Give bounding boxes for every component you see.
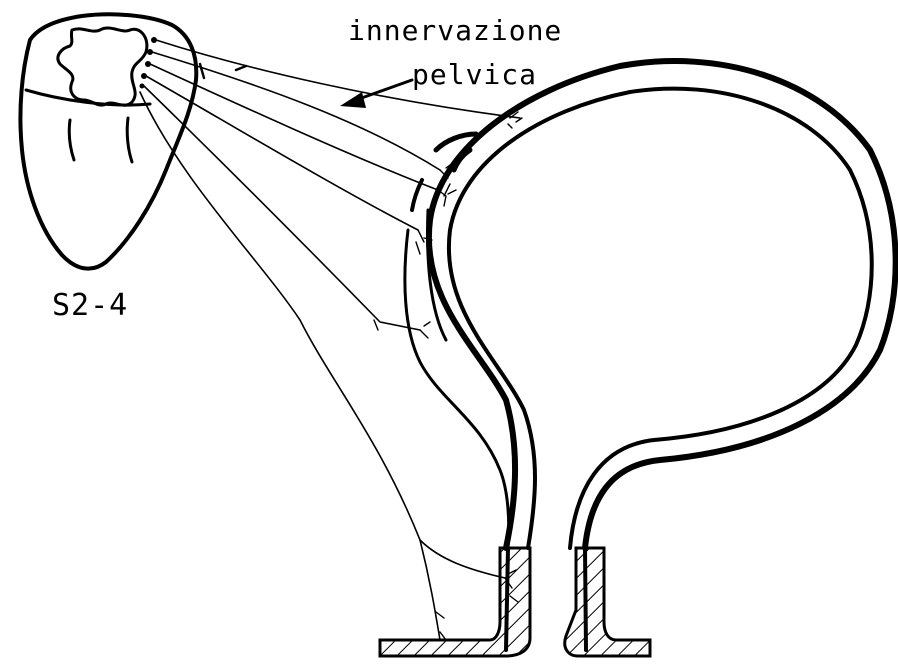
sphincter-left xyxy=(380,548,530,656)
nerve-label-line2: pelvica xyxy=(412,58,537,91)
nerve-arrow xyxy=(340,80,412,108)
spinal-segment-label: S2-4 xyxy=(52,288,128,323)
sphincter-right xyxy=(565,548,650,656)
grey-matter xyxy=(58,28,147,105)
spinal-cord-segment xyxy=(20,14,196,268)
nerve-label-line1: innervazione xyxy=(348,14,562,47)
bladder-wall xyxy=(405,61,896,548)
